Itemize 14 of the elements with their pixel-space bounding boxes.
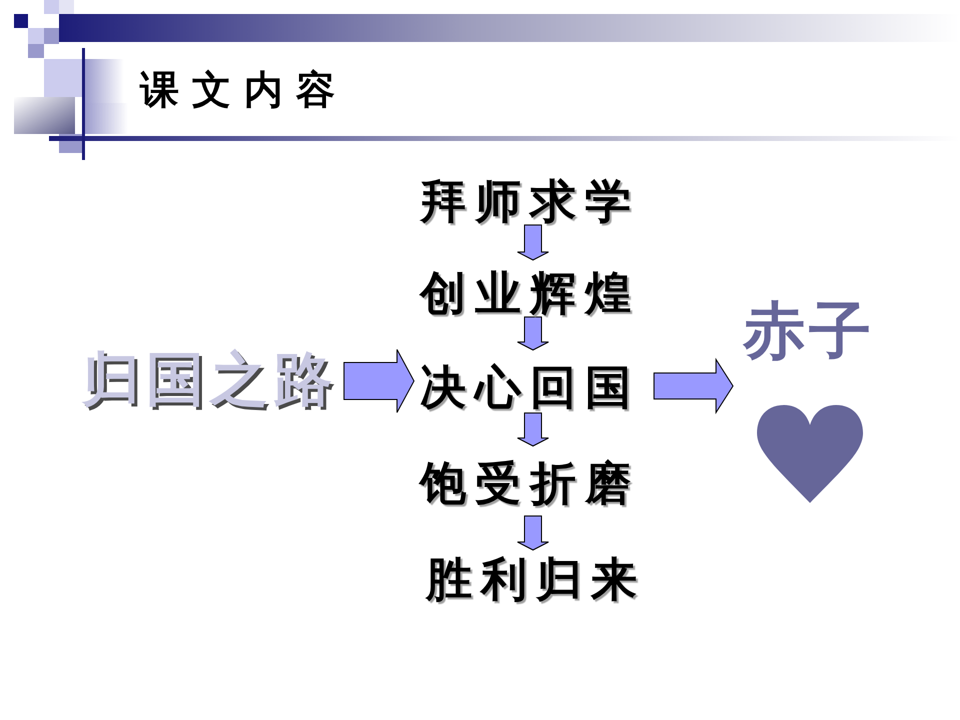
block-arrow: [654, 358, 734, 414]
block-arrow: [517, 516, 549, 551]
step-label: 创业辉煌: [420, 270, 640, 316]
title: 课文内容: [140, 71, 348, 110]
block-arrow: [517, 316, 549, 351]
block-arrow: [517, 412, 549, 447]
block-arrow: [517, 224, 549, 261]
step-label: 拜师求学: [420, 178, 640, 224]
step-label: 决心回国: [420, 364, 640, 410]
theme-label: 赤子: [743, 300, 875, 362]
topic-label: 归国之路: [82, 350, 338, 408]
block-arrow: [344, 349, 415, 413]
step-label: 胜利归来: [426, 556, 646, 602]
step-label: 饱受折磨: [420, 460, 640, 506]
